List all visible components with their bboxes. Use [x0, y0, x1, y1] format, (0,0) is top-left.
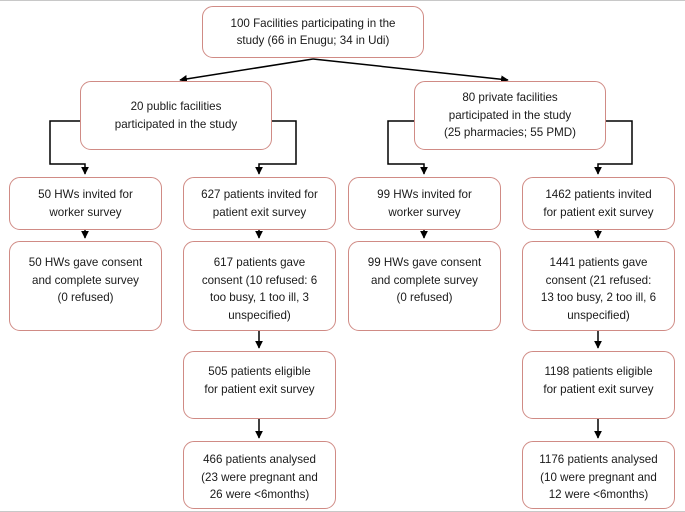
arrow-total-to-public — [179, 58, 314, 83]
arrow-total-to-private — [312, 58, 509, 84]
node-public-hw-consent: 50 HWs gave consent and complete survey … — [9, 241, 162, 331]
node-private-patients-analysed: 1176 patients analysed (10 were pregnant… — [522, 441, 675, 509]
node-public-patients-eligible: 505 patients eligible for patient exit s… — [183, 351, 336, 419]
node-public-patients-consent: 617 patients gave consent (10 refused: 6… — [183, 241, 336, 331]
node-private-patients-eligible-label: 1198 patients eligible for patient exit … — [543, 365, 654, 396]
node-private-patients-analysed-label: 1176 patients analysed (10 were pregnant… — [539, 453, 658, 501]
node-public-hw-consent-label: 50 HWs gave consent and complete survey … — [28, 256, 143, 304]
node-public-patients-invited: 627 patients invited for patient exit su… — [183, 177, 336, 230]
node-private-facilities: 80 private facilities participated in th… — [414, 81, 606, 150]
node-public-patients-eligible-label: 505 patients eligible for patient exit s… — [204, 365, 315, 396]
node-private-hw-consent-label: 99 HWs gave consent and complete survey … — [367, 256, 482, 304]
node-private-patients-eligible: 1198 patients eligible for patient exit … — [522, 351, 675, 419]
node-facilities-total-label: 100 Facilities participating in the stud… — [230, 16, 396, 48]
node-public-patients-analysed: 466 patients analysed (23 were pregnant … — [183, 441, 336, 509]
node-public-hw-invited: 50 HWs invited for worker survey — [9, 177, 162, 230]
node-private-hw-consent: 99 HWs gave consent and complete survey … — [348, 241, 501, 331]
node-private-hw-invited-label: 99 HWs invited for worker survey — [377, 188, 472, 219]
node-private-facilities-label: 80 private facilities participated in th… — [443, 91, 577, 140]
node-facilities-total: 100 Facilities participating in the stud… — [202, 6, 424, 58]
node-public-patients-invited-label: 627 patients invited for patient exit su… — [201, 188, 318, 219]
node-public-hw-invited-label: 50 HWs invited for worker survey — [38, 188, 133, 219]
node-public-facilities: 20 public facilities participated in the… — [80, 81, 272, 150]
node-private-patients-invited: 1462 patients invited for patient exit s… — [522, 177, 675, 230]
node-private-patients-invited-label: 1462 patients invited for patient exit s… — [543, 188, 654, 219]
node-public-facilities-label: 20 public facilities participated in the… — [114, 100, 238, 131]
node-public-patients-consent-label: 617 patients gave consent (10 refused: 6… — [201, 256, 318, 322]
node-private-patients-consent-label: 1441 patients gave consent (21 refused: … — [540, 256, 657, 322]
node-private-patients-consent: 1441 patients gave consent (21 refused: … — [522, 241, 675, 331]
node-public-patients-analysed-label: 466 patients analysed (23 were pregnant … — [201, 453, 318, 501]
node-private-hw-invited: 99 HWs invited for worker survey — [348, 177, 501, 230]
